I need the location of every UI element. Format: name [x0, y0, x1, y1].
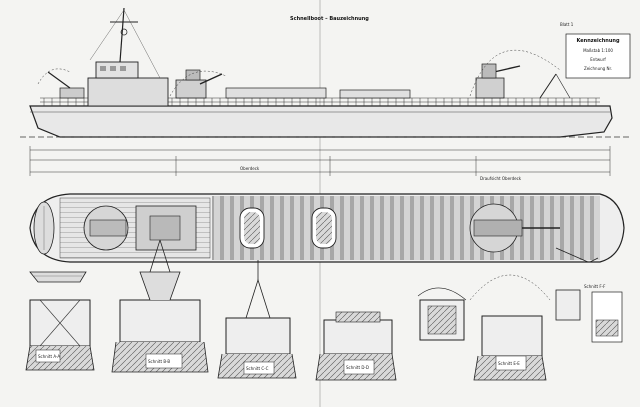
fwd-gun-shield: [481, 63, 497, 79]
aft-mount: [59, 87, 85, 99]
stay: [89, 9, 125, 61]
fwd-derrick: [539, 73, 557, 99]
section-3: [225, 317, 291, 355]
section-6: [481, 315, 543, 357]
section-4: [323, 319, 393, 355]
sheet-ref: Blatt 1: [560, 22, 574, 27]
arc-aft: [37, 68, 71, 85]
window: [110, 66, 116, 71]
aft-davit: [47, 71, 71, 89]
window: [120, 66, 126, 71]
title-block-line-4: Zeichnung Nr.: [584, 66, 612, 71]
title-block-line-1: Kennzeichnung: [576, 38, 620, 44]
section-3-label: Schnitt C-C: [246, 366, 269, 371]
dimension-lines: [29, 146, 611, 176]
cross-sections: Schnitt A-A Schnitt B-B Schnitt C-C Schn…: [25, 239, 623, 381]
hull-profile: [29, 105, 613, 138]
title-block: [565, 33, 631, 79]
section-2-label: Schnitt B-B: [148, 359, 170, 364]
wheelhouse: [95, 61, 139, 79]
title-block-line-3: Entwurf: [590, 57, 606, 62]
mid-gun-barrel: [199, 73, 223, 85]
plan-view: [29, 193, 625, 263]
window: [100, 66, 106, 71]
bridge-plan: [135, 205, 197, 251]
section-1-label: Schnitt A-A: [38, 354, 60, 359]
plan-label: Draufsicht Oberdeck: [480, 176, 522, 181]
section-2: [119, 299, 201, 343]
arc-fwd: [469, 49, 561, 97]
searchlight: [120, 28, 128, 36]
bridge-house: [87, 77, 169, 107]
arc-mid: [169, 70, 227, 97]
fwd-gun-house: [475, 77, 505, 99]
section-5-label: Schnitt E-E: [498, 361, 520, 366]
mast: [119, 7, 125, 63]
dinghy-profile: [29, 271, 87, 283]
deck-label: Oberdeck: [240, 166, 260, 171]
gun-shield: [185, 69, 201, 81]
drawing-title: Schnellboot – Bauzeichnung: [290, 16, 369, 22]
derrick-line: [555, 73, 571, 99]
deck-house: [225, 87, 327, 99]
side-elevation: Kennzeichnung Maßstab 1:100 Entwurf Zeic…: [20, 7, 631, 138]
stay: [123, 9, 161, 79]
section-4-label: Schnitt D-D: [346, 365, 369, 370]
deck-house-2: [339, 89, 411, 99]
title-block-line-2: Maßstab 1:100: [583, 48, 613, 53]
section-6-label: Schnitt F-F: [584, 284, 606, 289]
fwd-gun-barrel: [493, 65, 521, 73]
anchor-line: [555, 247, 599, 263]
